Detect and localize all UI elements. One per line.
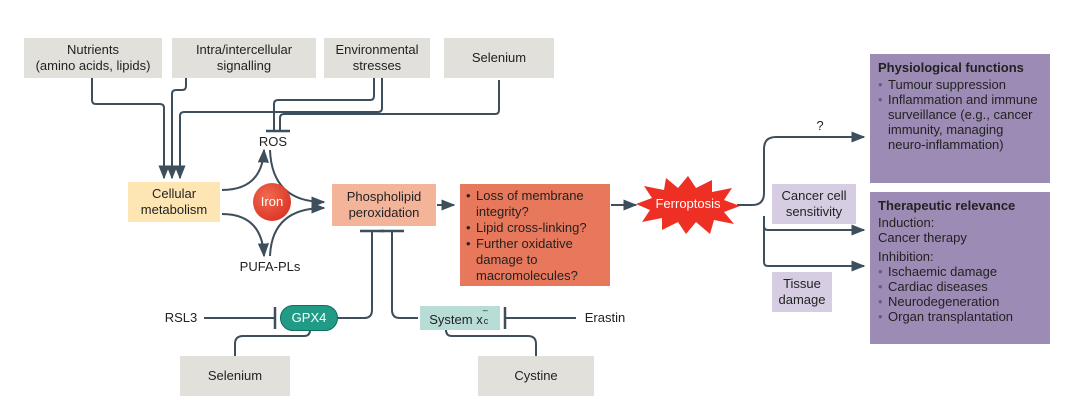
- environmental-line2: stresses: [352, 58, 402, 73]
- arrow-ferroptosis-inhibition: [763, 216, 866, 272]
- physiological-item: Inflammation and immune surveillance (e.…: [878, 92, 1042, 152]
- consequence-item: Further oxidative damage to macromolecul…: [466, 236, 604, 284]
- consequence-item: Lipid cross-linking?: [466, 220, 604, 236]
- inhibit-selenium-ros: [279, 80, 500, 130]
- iron-label: Iron: [260, 194, 284, 209]
- cellular-metabolism-line2: metabolism: [140, 202, 208, 217]
- signalling-line2: signalling: [216, 58, 272, 73]
- inhibition-item: Cardiac diseases: [878, 279, 1042, 294]
- consequence-item: Loss of membrane integrity?: [466, 188, 604, 220]
- environmental-stresses-box: Environmental stresses: [324, 38, 430, 78]
- cystine-box: Cystine: [478, 356, 594, 396]
- cystine-label: Cystine: [514, 368, 558, 383]
- phospholipid-line2: peroxidation: [348, 205, 420, 220]
- arrow-cystine-systemxc: [445, 329, 537, 356]
- phospholipid-peroxidation-box: Phospholipid peroxidation: [332, 184, 436, 226]
- tissue-damage-box: Tissue damage: [772, 272, 832, 312]
- phospholipid-line1: Phospholipid: [346, 189, 422, 204]
- erastin-label: Erastin: [584, 310, 626, 325]
- ferroptosis-burst: [636, 176, 740, 234]
- therapeutic-relevance-title: Therapeutic relevance: [878, 198, 1016, 213]
- inhibit-environmental-ros: [273, 78, 375, 130]
- tissue-damage-line2: damage: [778, 292, 826, 307]
- gpx4-pill: GPX4: [280, 305, 338, 331]
- gpx4-label: GPX4: [291, 310, 327, 325]
- inhibition-item: Organ transplantation: [878, 309, 1042, 324]
- arrow-metabolism-pufa: [221, 213, 269, 258]
- induction-label: Induction:: [878, 215, 935, 230]
- system-xc-superscript: –: [482, 305, 488, 315]
- selenium-bottom-box: Selenium: [180, 356, 290, 396]
- physiological-functions-box: Physiological functions Tumour suppressi…: [870, 54, 1050, 183]
- arrow-selenium-gpx4: [234, 329, 311, 356]
- arrow-pufa-phospholipid: [269, 202, 326, 257]
- arrow-metabolism-ros: [221, 148, 269, 191]
- arrow-environmental-metabolism: [174, 78, 383, 180]
- cancer-cell-sensitivity-box: Cancer cell sensitivity: [772, 184, 856, 224]
- system-xc-subscript: c: [483, 316, 489, 326]
- rsl3-label: RSL3: [164, 310, 198, 325]
- signalling-line1: Intra/intercellular: [195, 42, 293, 57]
- signalling-box: Intra/intercellular signalling: [172, 38, 316, 78]
- ferroptosis-label: Ferroptosis: [655, 196, 721, 211]
- therapeutic-relevance-box: Therapeutic relevance Induction: Cancer …: [870, 192, 1050, 344]
- inhibit-systemxc-phospholipid: [391, 232, 418, 319]
- system-xc-text: System x: [429, 312, 483, 327]
- ros-label: ROS: [258, 134, 288, 149]
- physiological-functions-title: Physiological functions: [878, 60, 1024, 75]
- environmental-line1: Environmental: [335, 42, 419, 57]
- induction-value: Cancer therapy: [878, 230, 967, 245]
- cellular-metabolism-box: Cellular metabolism: [128, 182, 220, 222]
- iron-circle: Iron: [253, 183, 291, 221]
- arrow-signalling-metabolism: [166, 78, 187, 180]
- nutrients-box: Nutrients (amino acids, lipids): [24, 38, 162, 78]
- cancer-sensitivity-line1: Cancer cell: [781, 188, 847, 203]
- inhibition-item: Ischaemic damage: [878, 264, 1042, 279]
- selenium-bottom-label: Selenium: [207, 368, 263, 383]
- system-xc-label: System x–c: [429, 305, 490, 328]
- inhibit-gpx4-phospholipid: [334, 232, 373, 319]
- tissue-damage-line1: Tissue: [783, 276, 821, 291]
- system-xc-box: System x–c: [420, 306, 500, 330]
- selenium-top-box: Selenium: [444, 38, 554, 78]
- nutrients-line2: (amino acids, lipids): [35, 58, 151, 73]
- physiological-item: Tumour suppression: [878, 77, 1042, 92]
- inhibition-item: Neurodegeneration: [878, 294, 1042, 309]
- pufa-pls-label: PUFA-PLs: [239, 259, 301, 274]
- consequences-box: Loss of membrane integrity? Lipid cross-…: [460, 184, 610, 286]
- cellular-metabolism-line1: Cellular: [151, 186, 197, 201]
- nutrients-line1: Nutrients: [66, 42, 120, 57]
- selenium-top-label: Selenium: [471, 50, 527, 65]
- question-mark: ?: [816, 118, 824, 133]
- cancer-sensitivity-line2: sensitivity: [785, 204, 843, 219]
- inhibition-label: Inhibition:: [878, 249, 934, 264]
- arrow-nutrients-metabolism: [91, 78, 170, 180]
- arrow-ferroptosis-physiological: [737, 131, 866, 206]
